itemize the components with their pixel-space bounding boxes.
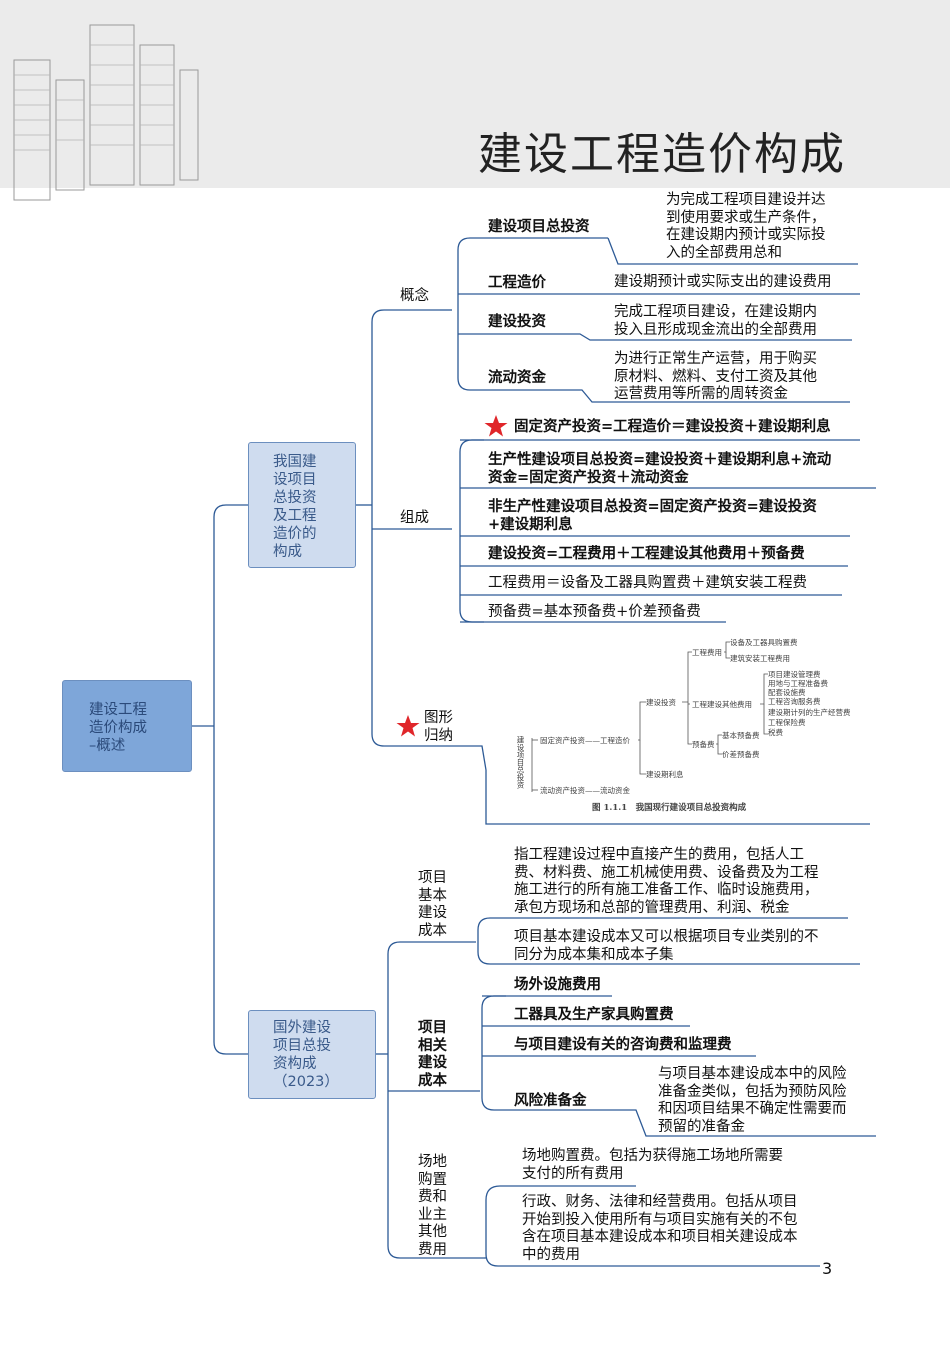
formula-engineering-cost: 工程费用＝设备及工器具购置费＋建筑安装工程费: [488, 575, 807, 591]
branch-foreign-node: 国外建设 项目总投 资构成 （2023）: [248, 1010, 376, 1099]
formula-reserve: 预备费=基本预备费+价差预备费: [488, 604, 701, 620]
desc-working-capital: 为进行正常生产运营，用于购买原材料、燃料、支付工资及其他运营费用等所需的周转资金: [614, 351, 817, 402]
basic-cost-desc: 指工程建设过程中直接产生的费用，包括人工费、材料费、施工机械使用费、设备费及为工…: [514, 847, 819, 916]
related-item-tools: 工器具及生产家具购置费: [514, 1006, 674, 1023]
owner-cost-label: 场地 购置 费和 业主 其他 费用: [418, 1154, 447, 1258]
desc-total-investment: 为完成工程项目建设并达到使用要求或生产条件， 在建设期内预计或实际投入的全部费用…: [666, 192, 826, 261]
city-skyline-icon: [13, 24, 199, 201]
formula-fixed-assets: 固定资产投资=工程造价＝建设投资＋建设期利息: [514, 418, 831, 435]
term-project-cost: 工程造价: [488, 274, 546, 291]
concept-label: 概念: [400, 288, 429, 304]
owner-cost-admin: 行政、财务、法律和经营费用。包括从项目开始到投入使用所有与项目实施有关的不包 含…: [522, 1194, 798, 1263]
investment-structure-figure: 建设项目总投资 固定资产投资——工程造价 流动资产投资——流动资金 建设投资 建…: [516, 638, 851, 813]
related-item-offsite: 场外设施费用: [514, 976, 601, 993]
term-working-capital: 流动资金: [488, 369, 546, 386]
page-number: 3: [822, 1259, 833, 1278]
page-title: 建设工程造价构成: [478, 129, 846, 180]
term-total-investment: 建设项目总投资: [488, 218, 590, 235]
star-icon: [396, 715, 420, 737]
related-risk-desc: 与项目基本建设成本中的风险准备金类似，包括为预防风险 和因项目结果不确定性需要而…: [658, 1066, 847, 1135]
formula-construction-investment: 建设投资=工程费用＋工程建设其他费用＋预备费: [488, 545, 805, 562]
root-node: 建设工程 造价构成 –概述: [62, 680, 192, 772]
star-icon: [484, 415, 508, 437]
composition-label: 组成: [400, 510, 429, 526]
formula-nonproductive-total: 非生产性建设项目总投资=固定资产投资=建设投资+建设期利息: [488, 498, 817, 533]
owner-cost-site: 场地购置费。包括为获得施工场地所需要支付的所有费用: [522, 1148, 783, 1182]
header-band: 建设工程造价构成: [0, 0, 950, 201]
related-item-risk: 风险准备金: [514, 1092, 587, 1109]
desc-construction-investment: 完成工程项目建设，在建设期内投入且形成现金流出的全部费用: [614, 304, 817, 338]
figure-label: 图形 归纳: [424, 710, 453, 744]
related-item-consulting: 与项目建设有关的咨询费和监理费: [514, 1036, 732, 1053]
branch-domestic-node: 我国建 设项目 总投资 及工程 造价的 构成: [248, 442, 356, 568]
related-cost-label: 项目 相关 建设 成本: [418, 1020, 447, 1089]
basic-cost-note: 项目基本建设成本又可以根据项目专业类别的不同分为成本集和成本子集: [514, 929, 819, 963]
desc-project-cost: 建设期预计或实际支出的建设费用: [614, 274, 832, 290]
basic-cost-label: 项目 基本 建设 成本: [418, 870, 447, 939]
formula-productive-total: 生产性建设项目总投资=建设投资＋建设期利息+流动资金=固定资产投资＋流动资金: [488, 451, 832, 486]
term-construction-investment: 建设投资: [488, 313, 546, 330]
